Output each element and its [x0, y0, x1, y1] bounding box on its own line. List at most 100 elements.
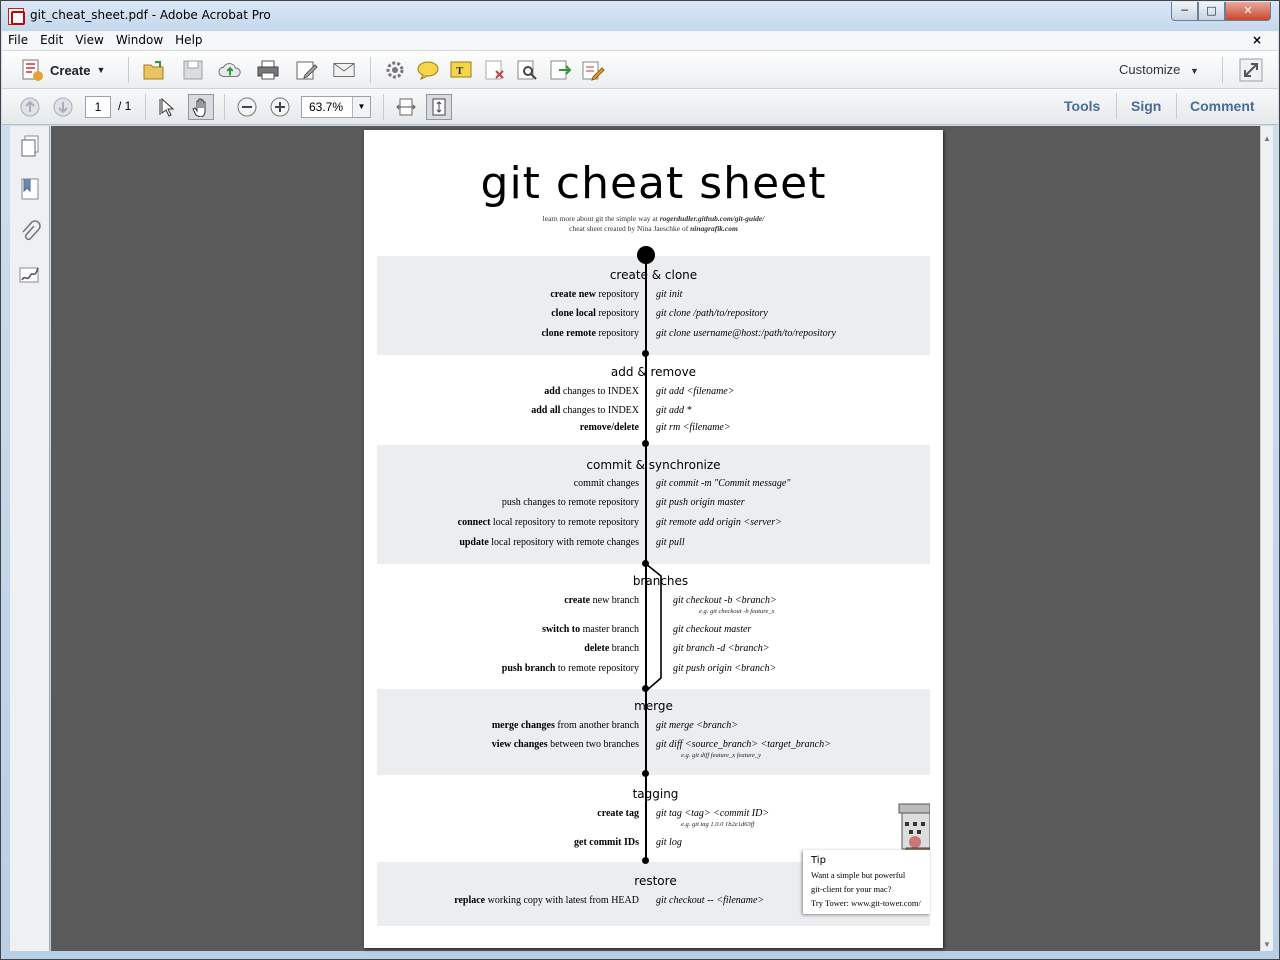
guide-link[interactable]: rogerdudler.github.com/git-guide/ [659, 214, 765, 223]
zoom-in-icon[interactable] [268, 95, 292, 119]
desc-text: to remote repository [555, 663, 639, 674]
minimize-button[interactable]: ─ [1171, 2, 1198, 21]
cmd-desc: create new branch [564, 595, 639, 606]
doc-title: git cheat sheet [480, 158, 827, 209]
timeline-dot [642, 350, 649, 357]
document-close-button[interactable]: × [1251, 33, 1262, 47]
vertical-scrollbar[interactable]: ▲ ▼ [1260, 126, 1273, 951]
title-bar: git_cheat_sheet.pdf - Adobe Acrobat Pro … [1, 1, 1279, 31]
export-icon[interactable] [549, 58, 573, 82]
menu-window[interactable]: Window [115, 33, 164, 47]
maximize-button[interactable]: □ [1198, 2, 1225, 21]
cmd-desc: replace working copy with latest from HE… [454, 895, 639, 906]
email-icon[interactable] [332, 58, 356, 82]
timeline-line [645, 260, 647, 564]
timeline-dot [642, 857, 649, 864]
cmd-text: git diff <source_branch> <target_branch> [656, 739, 831, 750]
desc-bold: replace [454, 895, 486, 906]
section-band-commit [377, 445, 930, 564]
svg-text:T: T [456, 65, 464, 77]
desc-text: master branch [580, 624, 639, 635]
pdf-page: git cheat sheet learn more about git the… [364, 130, 943, 948]
tools-link[interactable]: Tools [1064, 98, 1101, 114]
fit-page-icon[interactable] [426, 94, 452, 120]
desc-bold: clone remote [541, 328, 596, 339]
cmd-desc: create tag [597, 808, 639, 819]
signature-icon[interactable] [18, 263, 42, 287]
desc-text: repository [595, 308, 639, 319]
page-total: / 1 [118, 99, 132, 113]
navigation-pane [10, 126, 50, 951]
redact-icon[interactable] [483, 58, 507, 82]
cmd-text: git checkout master [673, 624, 752, 635]
gear-icon[interactable] [383, 58, 407, 82]
section-band-merge [377, 689, 930, 775]
comment-icon[interactable] [416, 58, 440, 82]
create-button[interactable]: Create ▼ [20, 58, 105, 82]
menu-edit[interactable]: Edit [40, 33, 64, 47]
close-button[interactable]: ✕ [1225, 2, 1271, 21]
edit-icon[interactable] [295, 58, 319, 82]
separator [145, 94, 146, 120]
zoom-level-field[interactable]: 63.7% ▼ [301, 96, 371, 118]
chevron-down-icon[interactable]: ▼ [352, 97, 370, 117]
cmd-text: git commit -m "Commit message" [656, 478, 791, 489]
bookmark-icon[interactable] [18, 177, 42, 201]
attachment-icon[interactable] [18, 220, 42, 244]
menu-view[interactable]: View [75, 33, 104, 47]
print-icon[interactable] [256, 58, 280, 82]
sign-link[interactable]: Sign [1131, 98, 1162, 114]
menu-file[interactable]: File [8, 33, 29, 47]
zoom-value: 63.7% [309, 100, 344, 114]
tip-line: Want a simple but powerful [811, 870, 906, 880]
chevron-down-icon: ▼ [96, 65, 106, 75]
page-number-input[interactable]: 1 [85, 96, 111, 118]
section-band-create [377, 256, 930, 355]
search-icon[interactable] [515, 58, 539, 82]
timeline-dot [642, 560, 649, 567]
select-arrow-icon[interactable] [156, 95, 180, 119]
scroll-down-arrow[interactable]: ▼ [1263, 940, 1271, 949]
author-link[interactable]: ninagrafik.com [690, 224, 738, 233]
timeline-start-dot [637, 246, 655, 264]
cmd-text: git push origin <branch> [673, 663, 777, 674]
zoom-out-icon[interactable] [235, 95, 259, 119]
cmd-desc: push changes to remote repository [502, 497, 639, 508]
cmd-text: git push origin master [656, 497, 745, 508]
desc-text: commit changes [573, 478, 639, 489]
upload-icon[interactable] [218, 58, 242, 82]
pages-icon[interactable] [18, 134, 42, 158]
prev-page-icon[interactable] [18, 95, 42, 119]
customize-dropdown[interactable]: Customize ▼ [1119, 62, 1199, 77]
section-heading-merge: merge [634, 699, 673, 713]
open-icon[interactable] [142, 58, 166, 82]
cmd-desc: commit changes [574, 478, 639, 489]
save-icon[interactable] [181, 58, 205, 82]
highlight-icon[interactable]: T [449, 58, 473, 82]
window-title: git_cheat_sheet.pdf - Adobe Acrobat Pro [30, 8, 271, 22]
desc-text: changes to INDEX [560, 405, 639, 416]
cmd-desc: add changes to INDEX [544, 386, 639, 397]
timeline-dot [642, 440, 649, 447]
desc-bold: create [564, 595, 591, 606]
menu-bar: File Edit View Window Help × [2, 31, 1278, 51]
scroll-up-arrow[interactable]: ▲ [1263, 134, 1271, 143]
menu-help[interactable]: Help [175, 33, 203, 47]
cmd-example: e.g. git tag 1.0.0 1b2e1d63ff [681, 821, 755, 828]
create-icon [22, 59, 43, 81]
comment-link[interactable]: Comment [1190, 98, 1255, 114]
cmd-text: git clone username@host:/path/to/reposit… [656, 328, 836, 339]
hand-icon[interactable] [188, 94, 214, 120]
form-icon[interactable] [581, 58, 605, 82]
separator [1116, 93, 1117, 119]
fit-width-icon[interactable] [394, 95, 418, 119]
expand-icon[interactable] [1239, 58, 1263, 82]
cmd-desc: create new repository [550, 289, 639, 300]
separator [128, 57, 129, 83]
cmd-text: git add <filename> [656, 386, 735, 397]
section-heading-branches: branches [632, 574, 689, 588]
next-page-icon[interactable] [51, 95, 75, 119]
desc-text: between two branches [547, 739, 639, 750]
section-heading-commit: commit & synchronize [586, 458, 721, 472]
desc-text: repository [595, 289, 639, 300]
